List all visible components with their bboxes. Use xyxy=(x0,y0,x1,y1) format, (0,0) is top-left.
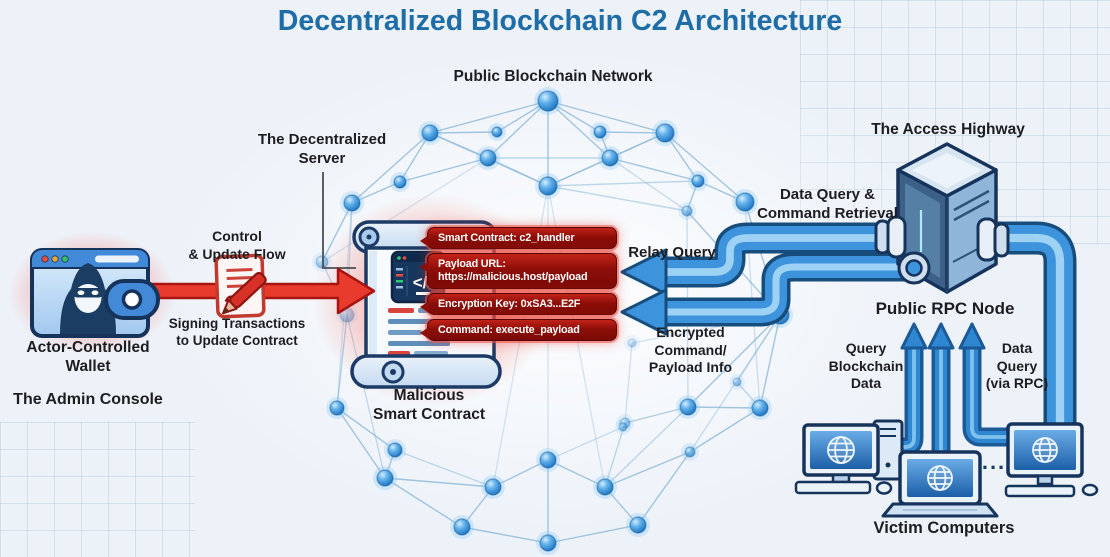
background-grid-bottom-left xyxy=(0,422,195,557)
hacker-browser-wallet-icon xyxy=(30,248,160,338)
query-blockchain-data-label: Query Blockchain Data xyxy=(828,340,904,391)
blockchain-network-label: Public Blockchain Network xyxy=(453,68,653,85)
callout-encryption-key: Encryption Key: 0xSA3...E2F xyxy=(420,293,617,316)
actor-wallet-label: Actor-Controlled Wallet xyxy=(26,339,150,376)
page-title: Decentralized Blockchain C2 Architecture xyxy=(277,5,843,37)
server-tower-icon xyxy=(874,142,1010,294)
callout-payload-url: Payload URL: https://malicious.host/payl… xyxy=(420,253,617,289)
data-query-retrieval-label: Data Query & Command Retrieval xyxy=(757,186,898,222)
victim-computers-group xyxy=(794,419,1099,518)
victim-computers-label: Victim Computers xyxy=(873,519,1015,537)
data-pipes xyxy=(620,221,1077,430)
decentralized-server-label: The Decentralized Server xyxy=(257,131,387,167)
decentralized-server-pointer-line xyxy=(322,172,356,269)
public-rpc-node-label: Public RPC Node xyxy=(875,299,1015,318)
control-flow-label: Control & Update Flow xyxy=(188,228,286,262)
ellipsis-more-victims: ... xyxy=(981,449,1007,474)
signed-document-pen-icon xyxy=(214,253,267,319)
malicious-contract-label: Malicious Smart Contract xyxy=(373,387,485,424)
relay-query-label: Relay Query xyxy=(628,244,716,261)
signing-transactions-label: Signing Transactions to Update Contract xyxy=(168,316,306,348)
victim-query-arrows xyxy=(893,322,1007,457)
access-highway-label: The Access Highway xyxy=(871,121,1025,138)
globe-icons xyxy=(827,436,1058,491)
callout-smart-contract: Smart Contract: c2_handler xyxy=(420,227,617,250)
pen-icon xyxy=(222,271,267,315)
data-query-rpc-label: Data Query (via RPC) xyxy=(985,340,1049,391)
admin-console-label: The Admin Console xyxy=(13,391,163,408)
hacker-icon xyxy=(60,263,116,334)
callout-command: Command: execute_payload xyxy=(420,319,617,342)
encrypted-command-label: Encrypted Command/ Payload Info xyxy=(648,324,733,375)
pipe-coupling xyxy=(976,217,998,262)
